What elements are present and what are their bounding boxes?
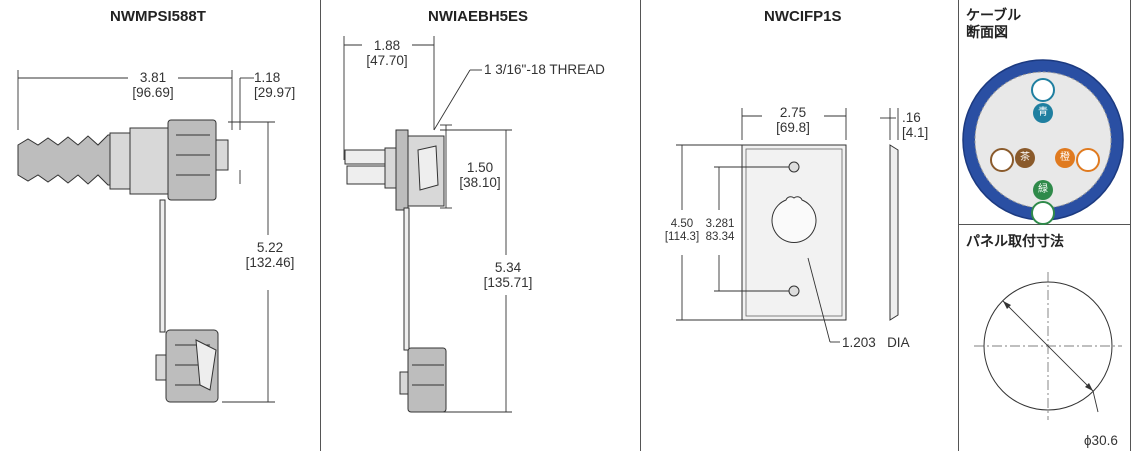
pair-2: 茶 [990, 148, 1035, 172]
dia-label: DIA [887, 335, 910, 350]
thread-label: 1 3/16"-18 THREAD [484, 62, 605, 77]
dim-hole-spacing-mm: 83.34 [705, 231, 735, 243]
dim-height: 5.22 [256, 240, 284, 255]
section-title-line2: 断面図 [966, 25, 1008, 41]
pair-3: 橙 [1055, 148, 1100, 172]
dim-dia: 1.203 [842, 335, 876, 350]
section-title-line1: ケーブル [966, 8, 1022, 24]
dim-height-mm: [135.71] [483, 275, 533, 290]
dim-width-mm: [96.69] [132, 85, 174, 100]
dim-height: 5.34 [494, 260, 522, 275]
dim-height-mm: [114.3] [664, 231, 700, 243]
dim-width-mm: [47.70] [366, 53, 408, 68]
dim-width: 1.88 [373, 38, 401, 53]
dim-depth-mm: [29.97] [254, 85, 296, 100]
panel-cutout-title: パネル取付寸法 [966, 234, 1064, 250]
panel-title: NWIAEBH5ES [428, 8, 529, 25]
dim-mid-mm: [38.10] [459, 175, 501, 190]
dim-width: 3.81 [139, 70, 167, 85]
divider-4 [1130, 0, 1131, 451]
pair-2-conductor: 茶 [1015, 148, 1035, 168]
pair-1-conductor: 青 [1033, 103, 1053, 123]
pair-3-conductor: 橙 [1055, 148, 1075, 168]
panel-title: NWMPSI588T [110, 8, 206, 25]
dim-thick-mm: [4.1] [902, 125, 929, 140]
drawing-nwiaebh5es [343, 36, 512, 413]
panel-title: NWCIFP1S [764, 8, 842, 25]
dim-thick: .16 [902, 110, 921, 125]
dim-hole-spacing: 3.281 [705, 218, 735, 230]
dim-width: 2.75 [779, 105, 807, 120]
dim-height: 4.50 [670, 218, 694, 230]
divider-1 [320, 0, 321, 451]
cutout-dia: ϕ30.6 [1084, 433, 1118, 448]
dim-height-mm: [132.46] [245, 255, 295, 270]
pair-4: 緑 [1031, 150, 1055, 225]
divider-2 [640, 0, 641, 451]
dim-depth: 1.18 [254, 70, 281, 85]
dim-width-mm: [69.8] [776, 120, 810, 135]
drawing-nwmpsi588t [17, 70, 275, 403]
dim-mid: 1.50 [466, 160, 494, 175]
divider-3 [958, 0, 959, 451]
pair-1: 青 [1031, 78, 1055, 123]
drawing-nwcifp1s [676, 108, 899, 343]
pair-4-conductor: 緑 [1033, 180, 1053, 200]
